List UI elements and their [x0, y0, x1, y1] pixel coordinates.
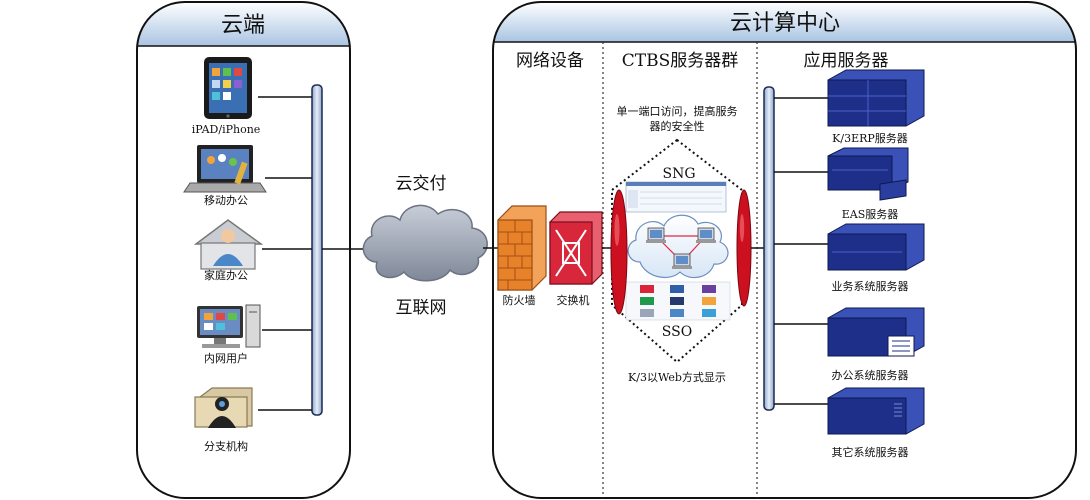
ctbs-note-line-2: 器的安全性	[650, 119, 705, 133]
client-label: 家庭办公	[204, 268, 248, 282]
data-center-title: 云计算中心	[730, 11, 840, 36]
server-bus-bar	[763, 86, 775, 411]
app-servers-section-title: 应用服务器	[804, 51, 889, 71]
server-label: 办公系统服务器	[832, 369, 909, 382]
left-security-shield	[610, 189, 628, 315]
server-k3erp: K/3ERP服务器	[827, 69, 925, 145]
tablet-icon	[204, 57, 252, 119]
client-ipad: iPAD/iPhone	[192, 57, 261, 136]
server-terminal-icon	[646, 227, 666, 243]
sng-label: SNG	[662, 166, 695, 182]
right-security-shield	[736, 189, 752, 307]
server-office-systems: 办公系统服务器	[827, 307, 925, 382]
firewall-label: 防火墙	[503, 293, 536, 307]
client-label: 分支机构	[204, 439, 248, 453]
home-user-icon	[193, 219, 264, 270]
desktop-computer-icon	[197, 304, 261, 348]
server-business-systems: 业务系统服务器	[827, 223, 925, 293]
server-rack-icon	[827, 69, 925, 127]
internet-cloud-icon	[362, 204, 488, 282]
firewall-icon	[497, 205, 547, 291]
network-section-title: 网络设备	[516, 51, 584, 71]
client-label: 移动办公	[204, 194, 248, 207]
switch-label: 交换机	[557, 293, 590, 307]
server-label: 其它系统服务器	[832, 445, 909, 459]
server-connectors	[774, 97, 828, 405]
client-label: 内网用户	[204, 351, 248, 365]
cloud-side-title: 云端	[221, 13, 265, 38]
server-rack-icon	[827, 147, 909, 201]
internet-label: 互联网	[396, 298, 447, 318]
client-branch-office: 分支机构	[194, 387, 253, 453]
server-label: EAS服务器	[842, 208, 899, 221]
ctbs-note-line-1: 单一端口访问，提高服务	[617, 104, 738, 118]
client-intranet-user: 内网用户	[197, 304, 261, 365]
server-eas: EAS服务器	[827, 147, 909, 221]
switch-icon	[549, 211, 603, 285]
client-mobile-office: 移动办公	[183, 145, 267, 207]
sng-console-screenshot	[625, 181, 727, 213]
firewall: 防火墙	[497, 205, 547, 307]
server-terminal-icon	[672, 253, 692, 269]
sso-application-grid	[625, 281, 731, 321]
server-network-cloud	[627, 214, 729, 279]
client-home-office: 家庭办公	[193, 219, 264, 282]
server-terminal-icon	[696, 227, 716, 243]
branch-office-icon	[194, 387, 253, 428]
data-center-panel: 云计算中心	[492, 1, 1077, 499]
ctbs-footer: K/3以Web方式显示	[628, 370, 726, 384]
cloud-delivery-label: 云交付	[396, 174, 447, 194]
network-switch: 交换机	[549, 211, 603, 307]
server-rack-icon	[827, 387, 925, 435]
sso-label: SSO	[662, 324, 692, 340]
server-rack-icon	[827, 223, 925, 271]
client-bus-bar	[311, 84, 323, 416]
ctbs-section-title: CTBS服务器群	[622, 51, 739, 71]
laptop-icon	[183, 145, 267, 193]
server-other-systems: 其它系统服务器	[827, 387, 925, 459]
client-label: iPAD/iPhone	[192, 123, 261, 136]
cloud-side-panel: 云端	[136, 1, 351, 499]
ctbs-server-cluster: 单一端口访问，提高服务 器的安全性 SNG	[610, 104, 752, 384]
client-connectors	[258, 96, 312, 411]
server-label: K/3ERP服务器	[832, 132, 908, 145]
server-rack-icon	[827, 307, 925, 357]
server-label: 业务系统服务器	[832, 280, 909, 293]
